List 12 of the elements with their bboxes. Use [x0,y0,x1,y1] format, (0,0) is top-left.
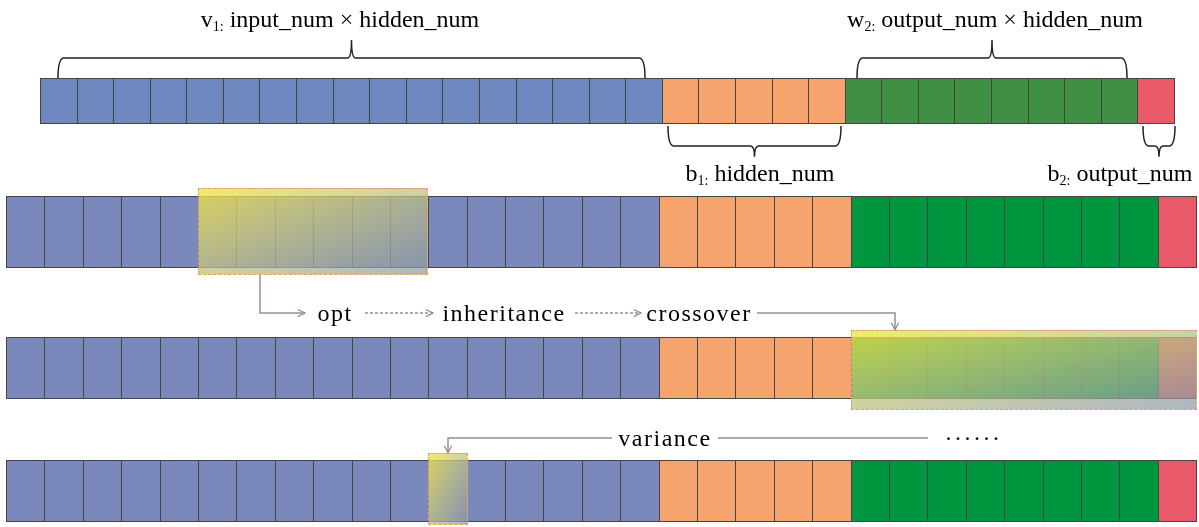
dimension-label: b$_{1:}$ hidden_num [685,161,835,185]
arrow [259,274,306,318]
highlight-segment [198,188,428,275]
arrow [574,308,642,318]
highlight-segment [428,453,468,525]
arrow [756,312,900,331]
dimension-label: v$_{1:}$ input_num × hidden_num [200,7,480,31]
highlight-segment [851,330,1197,410]
arrow [364,308,434,318]
dimension-label: w$_{2:}$ output_num × hidden_num [847,7,1143,31]
arrow [443,437,613,454]
dimension-label: b$_{2:}$ output_num [1047,161,1193,185]
